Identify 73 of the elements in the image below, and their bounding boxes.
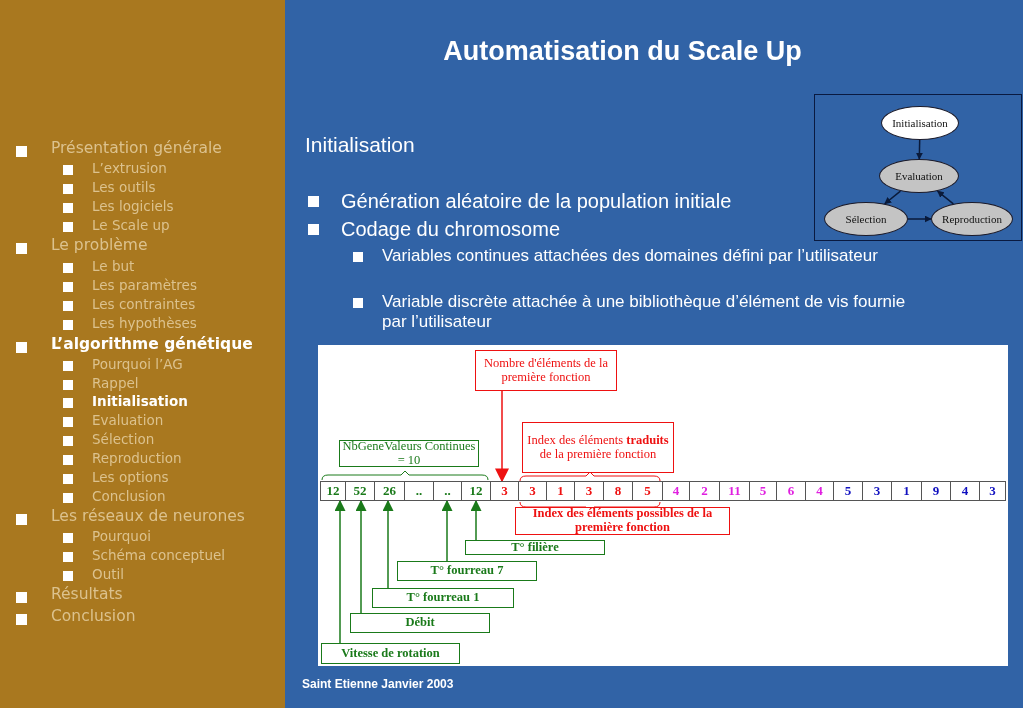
outline-item: Présentation générale	[51, 139, 222, 158]
callout-box: NbGeneValeurs Continues = 10	[339, 440, 479, 467]
arrow	[334, 499, 346, 644]
arrow	[915, 139, 923, 160]
bullet-text: Codage du chromosome	[341, 218, 560, 241]
gene-cell: 52	[345, 481, 375, 501]
arrow	[470, 499, 482, 541]
outline-item: Le but	[92, 257, 135, 274]
gene-cell: 11	[719, 481, 750, 501]
outline-item: Rappel	[92, 374, 139, 391]
gene-cell: 4	[662, 481, 690, 501]
arrow	[355, 499, 367, 614]
outline-item: Les options	[92, 468, 169, 485]
callout-box: T° filière	[465, 540, 605, 555]
outline-item: Résultats	[51, 585, 123, 604]
gene-cell: 5	[833, 481, 863, 501]
slide-title: Automatisation du Scale Up	[442, 36, 803, 67]
arrow	[907, 215, 932, 223]
outline-item: Les outils	[92, 178, 156, 195]
gene-cell: 3	[574, 481, 604, 501]
gene-cell: 4	[805, 481, 834, 501]
callout-box: Index des éléments traduits de la première fonction	[522, 422, 674, 473]
gene-cell: 9	[921, 481, 951, 501]
callout-box: T° fourreau 7	[397, 561, 537, 581]
bullet-text: Variables continues attachées des domaines défini par l’utilisateur	[382, 246, 879, 266]
gene-cell: 26	[374, 481, 405, 501]
outline-item: Les logiciels	[92, 197, 174, 214]
outline-item: Les réseaux de neurones	[51, 507, 245, 526]
callout-box: T° fourreau 1	[372, 588, 514, 608]
gene-cell: 6	[776, 481, 806, 501]
gene-cell: 3	[490, 481, 519, 501]
callout-box: Nombre d'éléments de la première fonction	[475, 350, 617, 391]
outline-item: Reproduction	[92, 449, 182, 466]
gene-cell: 5	[749, 481, 777, 501]
current-outline-item: L’algorithme génétique	[51, 335, 253, 354]
gene-cell: 4	[950, 481, 980, 501]
gene-cell: 3	[862, 481, 892, 501]
outline-item: Les paramètres	[92, 276, 197, 293]
footer-text: Saint Etienne Janvier 2003	[302, 677, 454, 691]
outline-item: Le problème	[51, 236, 148, 255]
outline-item: Evaluation	[92, 411, 164, 428]
bullet-text: Variable discrète attachée à une bibliothèque d’élément de vis fournie par l’utilisateur	[382, 292, 907, 332]
current-outline-item: Initialisation	[92, 392, 188, 409]
gene-cell: 5	[632, 481, 663, 501]
outline-item: Outil	[92, 565, 124, 582]
gene-cell: 3	[518, 481, 547, 501]
outline-item: Pourquoi	[92, 527, 151, 544]
outline-item: Conclusion	[92, 487, 166, 504]
bullet-text: Génération aléatoire de la population initiale	[341, 190, 732, 213]
gene-cell: 8	[603, 481, 633, 501]
callout-box: Index des éléments possibles de la première fonction	[515, 507, 730, 535]
outline-item: Le Scale up	[92, 216, 170, 233]
gene-cell: 1	[891, 481, 922, 501]
gene-cell: 1	[546, 481, 575, 501]
section-heading: Initialisation	[305, 133, 415, 157]
gene-cell: ..	[404, 481, 434, 501]
outline-item: Conclusion	[51, 607, 136, 626]
arrow	[495, 390, 509, 483]
gene-cell: ..	[433, 481, 462, 501]
arrow	[441, 499, 453, 562]
callout-box: Débit	[350, 613, 490, 633]
outline-item: L’extrusion	[92, 159, 167, 176]
arrow	[382, 499, 394, 589]
outline-item: Les hypothèses	[92, 314, 197, 331]
outline-item: Les contraintes	[92, 295, 196, 312]
gene-cell: 12	[461, 481, 491, 501]
callout-box: Vitesse de rotation	[321, 643, 460, 664]
gene-cell: 2	[689, 481, 720, 501]
outline-item: Sélection	[92, 430, 155, 447]
outline-item: Schéma conceptuel	[92, 546, 225, 563]
gene-cell: 12	[320, 481, 346, 501]
gene-cell: 3	[979, 481, 1006, 501]
outline-item: Pourquoi l’AG	[92, 355, 183, 372]
